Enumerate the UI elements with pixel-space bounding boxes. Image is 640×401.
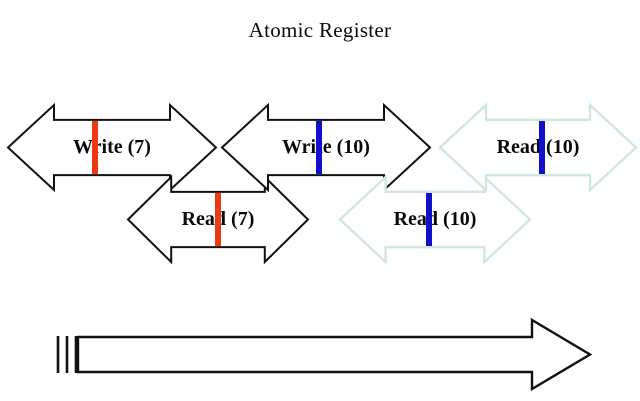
- linearization-marker: [426, 192, 433, 247]
- timeline-arrow-shape: [56, 317, 593, 392]
- linearization-marker: [92, 120, 99, 175]
- page-title: Atomic Register: [248, 18, 392, 42]
- double-arrow-shape: [338, 174, 532, 265]
- double-arrow-shape: [438, 102, 638, 193]
- timeline-arrow: [56, 312, 593, 392]
- double-arrow-shape: [6, 102, 218, 193]
- linearization-marker: [538, 120, 545, 175]
- linearization-marker: [215, 192, 221, 247]
- operation-read-10-upper[interactable]: Read (10): [438, 102, 638, 193]
- double-arrow-shape: [220, 102, 432, 193]
- linearization-marker: [315, 120, 322, 175]
